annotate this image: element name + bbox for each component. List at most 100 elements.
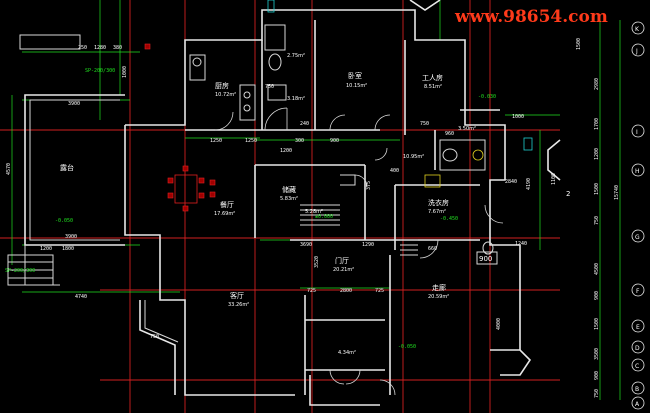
svg-text:380: 380 (113, 45, 122, 51)
svg-text:240: 240 (300, 121, 309, 127)
dining-table (167, 165, 216, 212)
bay-windows (139, 0, 561, 395)
svg-text:-0.050: -0.050 (55, 218, 73, 224)
svg-text:250: 250 (78, 45, 87, 51)
room-hall-small-area: 10.95m² (403, 154, 424, 160)
grid-label-j: J (635, 48, 638, 55)
svg-text:2800: 2800 (340, 288, 352, 294)
svg-text:1000: 1000 (512, 114, 524, 120)
svg-text:1500: 1500 (576, 38, 582, 50)
grid-label-i: I (636, 129, 638, 136)
svg-text:-0.030: -0.030 (478, 94, 496, 100)
room-labels: 厨房 10.72m² 卧室 10.15m² 工人房 8.51m² 露台 餐厅 1… (60, 53, 476, 356)
svg-text:4570: 4570 (6, 163, 12, 175)
room-dining-area: 17.69m² (214, 211, 235, 217)
column-marks (144, 0, 533, 151)
stairs (300, 174, 418, 256)
svg-text:1290: 1290 (362, 242, 374, 248)
room-closet-area: 4.34m² (338, 350, 356, 356)
balcony-outline (7, 34, 125, 286)
svg-text:1200: 1200 (280, 148, 292, 154)
svg-text:725: 725 (307, 288, 316, 294)
svg-text:750: 750 (150, 334, 159, 340)
room-dining-name: 餐厅 (220, 200, 234, 209)
svg-text:750: 750 (420, 121, 429, 127)
svg-text:1200: 1200 (594, 148, 600, 160)
room-kitchen-name: 厨房 (215, 81, 229, 90)
svg-text:900: 900 (594, 291, 600, 300)
svg-text:1250: 1250 (210, 138, 222, 144)
grid-label-c: C (635, 363, 639, 370)
svg-text:1240: 1240 (515, 241, 527, 247)
room-storage-name: 储藏 (282, 185, 296, 194)
svg-text:15740: 15740 (614, 185, 620, 200)
room-bath1-area: 2.75m² (287, 53, 305, 59)
svg-text:1200: 1200 (40, 246, 52, 252)
svg-text:725: 725 (375, 288, 384, 294)
svg-text:3520: 3520 (314, 256, 320, 268)
kitchen-fixtures (189, 54, 256, 121)
room-balcony-name: 露台 (60, 163, 74, 172)
room-kitchen-area: 10.72m² (215, 92, 236, 98)
svg-text:4000: 4000 (496, 318, 502, 330)
svg-text:1280: 1280 (94, 45, 106, 51)
grid-label-b: B (635, 386, 639, 393)
svg-text:400: 400 (390, 168, 399, 174)
room-foyer-area: 20.21m² (333, 267, 354, 273)
grid-label-d: D (635, 345, 640, 352)
room-bedroom-area: 10.15m² (346, 83, 367, 89)
room-bedroom-name: 卧室 (348, 71, 362, 80)
watermark-text: www.98654.com (454, 7, 608, 27)
room-foyer-name: 门厅 (335, 256, 349, 265)
svg-text:900: 900 (594, 371, 600, 380)
svg-text:4740: 4740 (75, 294, 87, 300)
section-mark-2: 2 (566, 190, 570, 198)
svg-text:4500: 4500 (594, 263, 600, 275)
svg-text:960: 960 (445, 131, 454, 137)
svg-text:375: 375 (366, 181, 372, 190)
svg-text:4190: 4190 (526, 178, 532, 190)
svg-text:750: 750 (594, 216, 600, 225)
svg-text:1250: 1250 (245, 138, 257, 144)
door-mark-900: 900 (479, 255, 492, 263)
svg-text:1500: 1500 (594, 183, 600, 195)
svg-text:1700: 1700 (594, 118, 600, 130)
grid-bubbles: K J I H G F E D C B A 2 (566, 21, 645, 410)
room-storage-area: 5.83m² (280, 196, 298, 202)
svg-text:1100: 1100 (551, 173, 557, 185)
grid-label-a: A (635, 401, 640, 408)
svg-text:750: 750 (265, 84, 274, 90)
svg-text:900: 900 (330, 138, 339, 144)
svg-text:±0.000: ±0.000 (315, 214, 333, 220)
svg-text:SP-200/300: SP-200/300 (5, 268, 35, 274)
svg-text:1800: 1800 (62, 246, 74, 252)
door-mark: 900 (476, 251, 498, 265)
room-stair-mid-area: 5.28m² (305, 209, 323, 215)
room-servant-area: 8.51m² (424, 84, 442, 90)
room-laundry-name: 洗衣房 (428, 198, 449, 207)
svg-text:3500: 3500 (594, 348, 600, 360)
svg-text:1000: 1000 (122, 66, 128, 78)
room-corridor-name: 走廊 (432, 283, 446, 292)
axis-lines (0, 0, 560, 413)
walls (124, 9, 521, 406)
svg-text:3900: 3900 (68, 101, 80, 107)
svg-text:660: 660 (428, 246, 437, 252)
svg-text:2980: 2980 (594, 78, 600, 90)
svg-text:3690: 3690 (300, 242, 312, 248)
grid-label-h: H (635, 168, 640, 175)
level-marks: SP-200/300 -0.050 ±0.000 -0.450 -0.030 -… (5, 68, 496, 350)
svg-text:-0.050: -0.050 (398, 344, 416, 350)
svg-text:750: 750 (594, 389, 600, 398)
grid-label-e: E (636, 324, 640, 331)
svg-text:-0.450: -0.450 (440, 216, 458, 222)
svg-text:1500: 1500 (594, 318, 600, 330)
room-bath2-area: 3.18m² (287, 96, 305, 102)
grid-label-k: K (635, 26, 640, 33)
grid-label-g: G (635, 234, 640, 241)
svg-text:SP-200/300: SP-200/300 (85, 68, 115, 74)
svg-text:300: 300 (295, 138, 304, 144)
room-corridor-area: 20.59m² (428, 294, 449, 300)
bathroom-fixtures (264, 24, 494, 255)
